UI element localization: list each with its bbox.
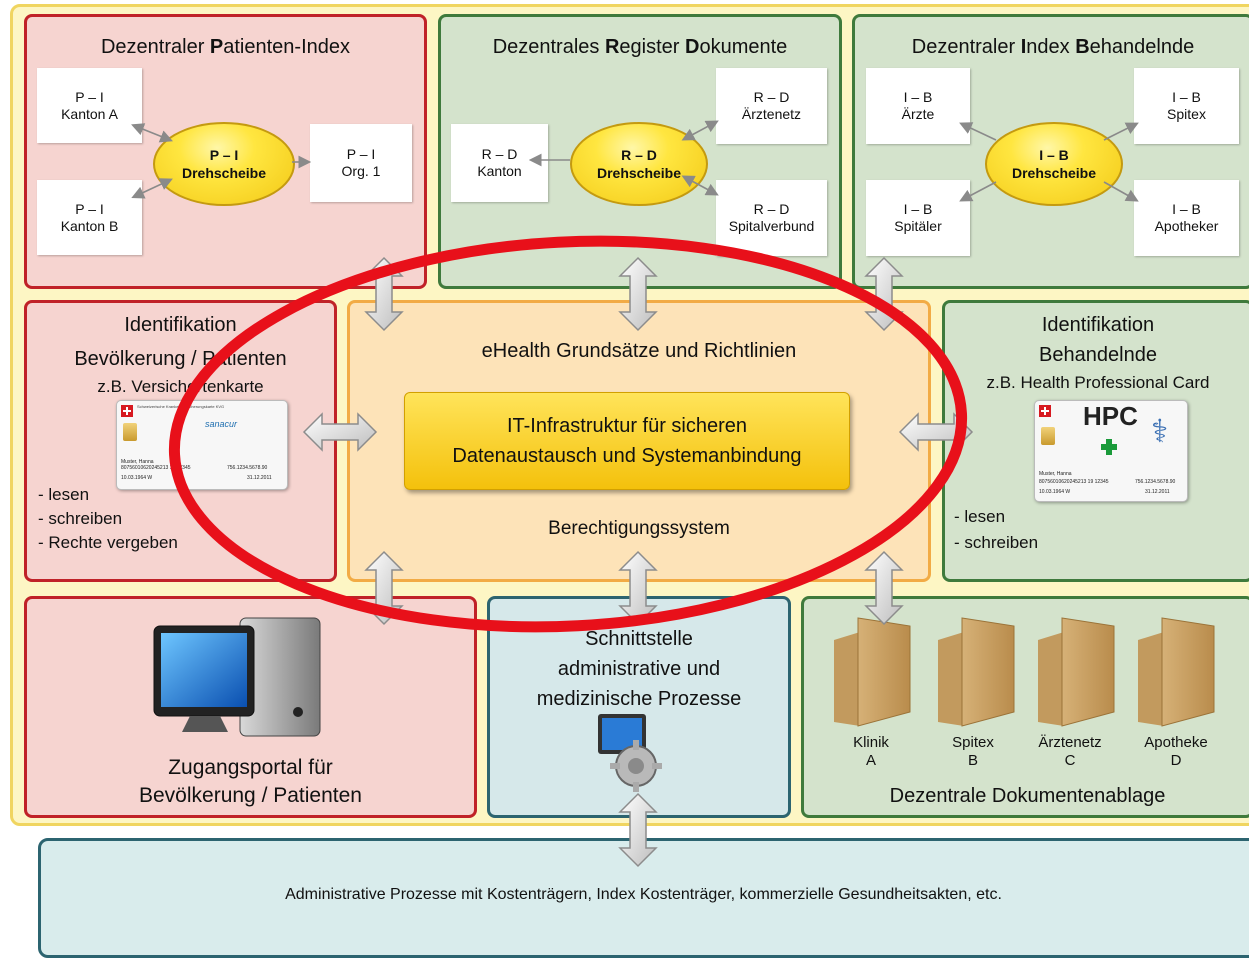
double-arrow-top-center [618, 256, 658, 332]
hpc-holder-name: Muster, Hanna [1039, 471, 1072, 477]
pharmacy-cross-icon [1101, 439, 1117, 455]
card-logo: sanacur [205, 419, 238, 429]
id-patients-title-2: Bevölkerung / Patienten [74, 348, 287, 370]
register-title: Dezentrales Register Dokumente [492, 36, 788, 58]
id-providers-title: Identifikation [1041, 314, 1155, 336]
double-arrow-bottom-right [864, 550, 904, 626]
interface-label-3: medizinische Prozesse [536, 688, 742, 710]
hub-connectors [131, 120, 1139, 202]
id-patients-subtitle: z.B. Versichertenkarte [97, 377, 264, 396]
access-portal-label-1: Zugangsportal für [168, 756, 333, 779]
center-title: eHealth Grundsätze und Richtlinien [481, 340, 797, 362]
chip-icon [1041, 427, 1055, 445]
hpc-card: HPC ⚕ Muster, Hanna 80756010620245213 19… [1034, 400, 1188, 502]
connector-index-aerzte [959, 122, 997, 141]
card-holder-name: Muster, Hanna [121, 459, 154, 465]
id-patients-item-rights: - Rechte vergeben [38, 533, 178, 552]
connector-register-spital [681, 175, 719, 196]
folder-icon-klinik [834, 617, 911, 727]
hpc-card-dob: 10.03.1964 W [1039, 489, 1071, 495]
hpc-card-label: HPC [1083, 401, 1138, 431]
id-patients-item-read: - lesen [38, 485, 90, 504]
card-expiry: 31.12.2011 [247, 475, 272, 481]
access-portal-label-2: Bevölkerung / Patienten [139, 784, 362, 807]
double-arrow-footer [618, 792, 658, 868]
interface-label-1: Schnittstelle [585, 628, 693, 650]
id-providers-item-write: - schreiben [954, 533, 1039, 552]
hpc-card-number: 80756010620245213 19 12345 [1039, 479, 1109, 485]
insurance-card: Schweizerische Krankenversicherungskarte… [116, 400, 288, 490]
connector-index-spitex [1103, 122, 1139, 141]
double-arrow-left-side [302, 412, 378, 452]
computer-icon [153, 617, 321, 737]
connector-register-aerztenetz [681, 120, 719, 141]
chip-icon [123, 423, 137, 441]
authorization-system-label: Berechtigungssystem [548, 518, 730, 539]
swiss-flag-icon [121, 405, 133, 417]
id-providers-subtitle: z.B. Health Professional Card [986, 373, 1210, 392]
connector-kanton-a [131, 123, 173, 143]
caduceus-icon: ⚕ [1151, 413, 1169, 449]
folder-icon-spitex [938, 617, 1015, 727]
interface-label-2: administrative und [557, 658, 721, 680]
connector-index-spitaeler [959, 181, 997, 202]
id-providers-title-2: Behandelnde [1039, 344, 1157, 366]
double-arrows [302, 256, 974, 868]
folder-icon-aerztenetz [1038, 617, 1115, 727]
patient-index-title: Dezentraler Patienten-Index [100, 36, 351, 58]
diagram-overlay [131, 120, 1139, 868]
card-ahv: 756.1234.5678.90 [227, 465, 268, 471]
highlight-ellipse [168, 235, 968, 633]
id-providers-item-read: - lesen [954, 507, 1006, 526]
document-storage-title: Dezentrale Dokumentenablage [889, 785, 1166, 807]
card-number: 80756010620245213 19 12345 [121, 465, 191, 471]
card-dob: 10.03.1964 W [121, 475, 153, 481]
index-behandelnde-title: Dezentraler Index Behandelnde [911, 36, 1195, 58]
connector-kanton-b [131, 178, 173, 199]
id-patients-title: Identifikation [124, 314, 237, 336]
hpc-card-expiry: 31.12.2011 [1145, 489, 1170, 495]
gear-monitor-icon [598, 714, 662, 792]
administrative-processes-label: Administrative Prozesse mit Kostenträger… [285, 886, 1002, 903]
folder-icon-apotheke [1138, 617, 1215, 727]
hpc-card-ahv: 756.1234.5678.90 [1135, 479, 1176, 485]
swiss-flag-icon [1039, 405, 1051, 417]
id-patients-item-write: - schreiben [38, 509, 123, 528]
connector-index-apotheker [1103, 181, 1139, 202]
folders-illustration [834, 617, 1215, 727]
